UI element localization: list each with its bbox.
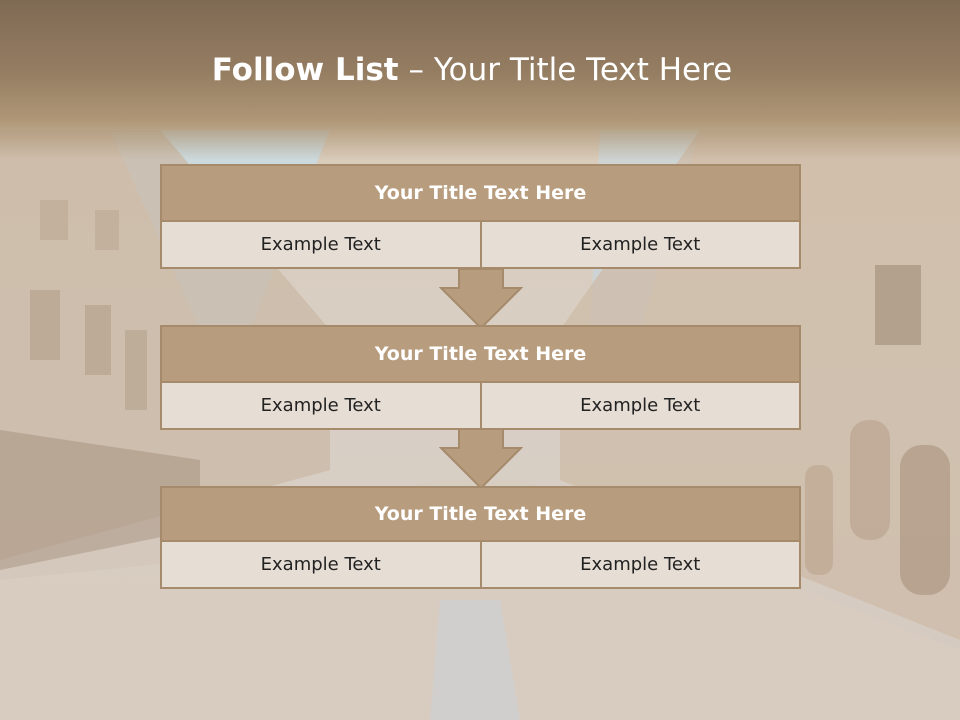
slide-title: Follow List – Your Title Text Here: [0, 52, 944, 88]
down-arrow-icon: [439, 268, 523, 330]
step-title: Your Title Text Here: [160, 164, 801, 222]
step-row: Example Text Example Text: [160, 383, 801, 430]
header-band: [0, 0, 960, 160]
step-cell-left: Example Text: [160, 383, 480, 430]
slide-title-bold: Follow List: [211, 52, 399, 88]
step-box-2: Your Title Text Here Example Text Exampl…: [160, 325, 801, 430]
down-arrow-icon: [439, 428, 523, 490]
step-box-3: Your Title Text Here Example Text Exampl…: [160, 486, 801, 589]
step-box-1: Your Title Text Here Example Text Exampl…: [160, 164, 801, 269]
slide-title-rest: – Your Title Text Here: [398, 52, 733, 88]
step-cell-right: Example Text: [479, 222, 801, 269]
step-cell-right: Example Text: [479, 383, 801, 430]
step-row: Example Text Example Text: [160, 542, 801, 589]
step-row: Example Text Example Text: [160, 222, 801, 269]
step-cell-right: Example Text: [479, 542, 801, 589]
step-cell-left: Example Text: [160, 542, 480, 589]
step-cell-left: Example Text: [160, 222, 480, 269]
step-title: Your Title Text Here: [160, 325, 801, 383]
step-title: Your Title Text Here: [160, 486, 801, 542]
